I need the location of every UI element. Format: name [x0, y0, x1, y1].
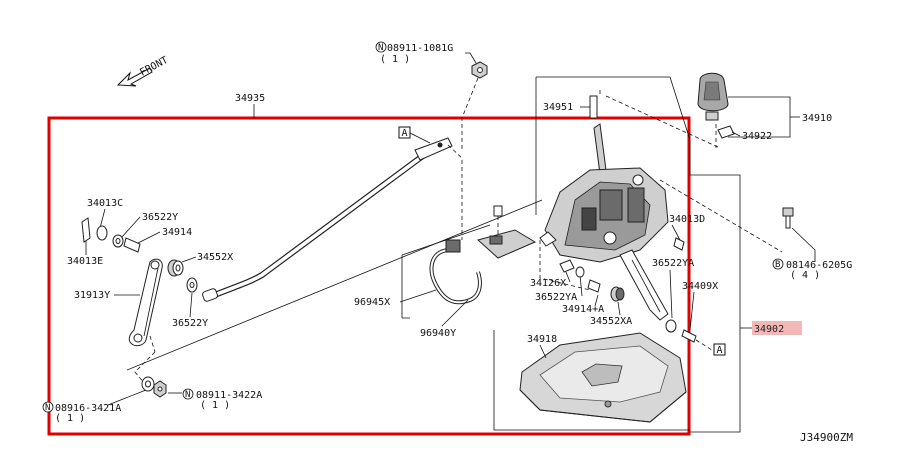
label-31913y: 31913Y: [74, 290, 110, 301]
label-34552x: 34552X: [197, 252, 233, 263]
label-34013c: 34013C: [87, 198, 123, 209]
label-34409x: 34409X: [682, 281, 718, 292]
bushing-34552x: [167, 259, 184, 277]
label-washer-bl-qty: ( 1 ): [55, 413, 85, 424]
label-34013e: 34013E: [67, 256, 103, 267]
clip-34013e: [81, 217, 91, 243]
nut-top-icon: [471, 61, 488, 79]
label-34910: 34910: [802, 113, 832, 124]
label-34902[interactable]: 34902: [754, 324, 784, 335]
label-96945x: 96945X: [354, 297, 390, 308]
lever-31913y: [128, 258, 163, 347]
marker-a-top-label: A: [402, 128, 408, 139]
bushing-36522ya: [665, 319, 677, 333]
bushing-36522ya-2: [575, 266, 585, 278]
washer-34013c: [96, 225, 108, 241]
clip-34922: [717, 125, 735, 139]
marker-a-top: [398, 126, 411, 139]
front-arrow-icon: [116, 67, 153, 87]
pin-34914a: [587, 279, 601, 293]
label-bolt-right-qty: ( 4 ): [790, 270, 820, 281]
label-36522ya-2: 36522YA: [535, 292, 577, 303]
pin-34409x: [681, 329, 697, 343]
front-label: FRONT: [138, 55, 170, 79]
label-36522y-top: 36522Y: [142, 212, 178, 223]
highlight-34902: [752, 321, 802, 335]
label-34918: 34918: [527, 334, 557, 345]
label-34935: 34935: [235, 93, 265, 104]
nut-bl-icon: [153, 380, 167, 398]
label-36522ya: 36522YA: [652, 258, 694, 269]
label-nut-top-qty: ( 1 ): [380, 54, 410, 65]
label-36522y-bottom: 36522Y: [172, 318, 208, 329]
label-34951: 34951: [543, 102, 573, 113]
bushing-34552xa: [610, 286, 625, 302]
harness-96940y: [429, 205, 537, 305]
label-34922: 34922: [742, 131, 772, 142]
marker-a-right: [713, 343, 726, 356]
clip-34013d: [673, 237, 685, 251]
label-34914a: 34914+A: [562, 304, 604, 315]
label-nut-bl: 08911-3422A: [196, 390, 262, 401]
bolt-right-prefix: B: [775, 260, 780, 270]
label-34552xa: 34552XA: [590, 316, 632, 327]
washer-bl-prefix: N: [45, 403, 50, 413]
label-bolt-right: 08146-6205G: [786, 260, 852, 271]
marker-a-right-label: A: [717, 345, 723, 356]
shift-knob-34910: [697, 72, 729, 121]
nut-top-prefix: N: [378, 43, 383, 53]
label-96940y: 96940Y: [420, 328, 456, 339]
bolt-right-icon: [782, 207, 794, 229]
nut-bl-prefix: N: [185, 390, 190, 400]
label-washer-bl: 08916-3421A: [55, 403, 121, 414]
label-34013d: 34013D: [669, 214, 705, 225]
reference-code: J34900ZM: [800, 431, 853, 444]
pin-34914: [123, 237, 141, 253]
control-cable: [202, 137, 453, 302]
label-34914: 34914: [162, 227, 192, 238]
label-nut-bl-qty: ( 1 ): [200, 400, 230, 411]
shifter-assembly: [539, 95, 669, 321]
selection-frame: [47, 116, 691, 436]
clip-34126x: [559, 259, 575, 273]
label-nut-top: 08911-1081G: [387, 43, 453, 54]
washer-bl-icon: [141, 376, 155, 392]
console-base-34918: [519, 332, 687, 423]
label-34126x: 34126X: [530, 278, 566, 289]
